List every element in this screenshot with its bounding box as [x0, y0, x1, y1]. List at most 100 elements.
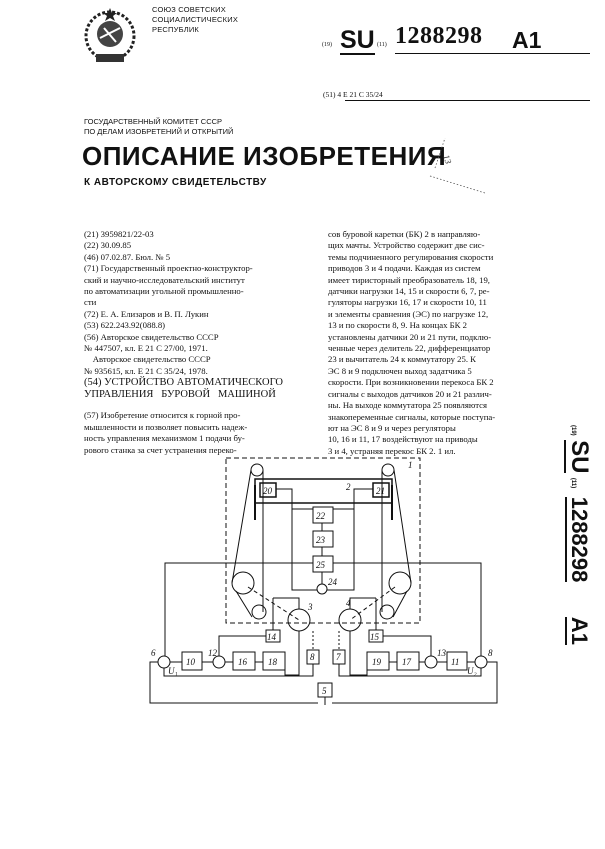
text-line: № 935615, кл. Е 21 С 35/24, 1978.: [84, 365, 208, 376]
text-line: установлены датчики 20 и 21 пути, подклю…: [328, 331, 492, 342]
text-line: щих мачты. Устройство содержит две сис-: [328, 240, 485, 251]
committee: ГОСУДАРСТВЕННЫЙ КОМИТЕТ СССР ПО ДЕЛАМ ИЗ…: [84, 117, 233, 137]
text-line: скорости. При возникновении перекоса БК …: [328, 377, 494, 388]
text-line: сигналы с выходов датчиков 20 и 21 разли…: [328, 388, 492, 399]
label-11: 11: [451, 657, 459, 667]
motor-3: [287, 608, 311, 632]
label-24: 24: [328, 577, 338, 587]
divider: [345, 100, 590, 101]
comparator-9: [474, 655, 488, 669]
block-10: [181, 651, 203, 671]
text-line: и элементы сравнения (ЭС) по нагрузке 12…: [328, 308, 489, 319]
drive-pulley-left: [231, 571, 255, 595]
label-18: 18: [268, 657, 278, 667]
block-22: [312, 506, 334, 524]
label-16: 16: [238, 657, 248, 667]
block-11: [446, 651, 468, 671]
comparator-13: [424, 655, 438, 669]
text-line: (71) Государственный проектно-конструкто…: [84, 263, 253, 274]
kind-code: A1: [512, 27, 542, 53]
abstract-continued: сов буровой каретки (БК) 2 в направляю-щ…: [328, 229, 495, 457]
document-title: ОПИСАНИЕ ИЗОБРЕТЕНИЯ: [82, 141, 447, 171]
patent-number: 1288298: [395, 23, 483, 49]
idler-pulley-right: [379, 604, 395, 620]
text-line: ны. На выходе коммутатора 25 появляются: [328, 400, 487, 411]
text-line: УПРАВЛЕНИЯ БУРОВОЙ МАШИНОЙ: [84, 388, 276, 400]
block-21: [372, 482, 390, 498]
text-line: темы подчиненного регулирования скорости: [328, 251, 494, 262]
text-line: мышленности и позволяет повысить надеж-: [84, 421, 248, 432]
text-line: 23 и вычитатель 24 к коммутатору 25. К: [328, 354, 476, 365]
block-18: [262, 651, 286, 671]
union-name: СОЮЗ СОВЕТСКИХ СОЦИАЛИСТИЧЕСКИХ РЕСПУБЛИ…: [152, 5, 238, 35]
code-19: (19): [322, 42, 332, 48]
union-line: СОЦИАЛИСТИЧЕСКИХ: [152, 15, 239, 24]
label-12: 12: [208, 648, 218, 658]
document-subtitle: К АВТОРСКОМУ СВИДЕТЕЛЬСТВУ: [84, 177, 267, 188]
block-16: [232, 651, 256, 671]
label-1: 1: [408, 460, 413, 470]
text-line: сов буровой каретки (БК) 2 в направляю-: [328, 229, 481, 239]
subtractor-24: [316, 583, 328, 595]
motor-4: [338, 608, 362, 632]
block-20: [259, 482, 277, 498]
code-11: (11): [377, 42, 387, 48]
text-line: Авторское свидетельство СССР: [84, 354, 211, 365]
committee-line: ГОСУДАРСТВЕННЫЙ КОМИТЕТ СССР: [84, 117, 223, 126]
text-line: (46) 07.02.87. Бюл. № 5: [84, 251, 171, 262]
text-line: 13 и по скорости 8, 9. На концах БК 2: [328, 320, 467, 331]
text-line: имеет тиристорный преобразователь 18, 19…: [328, 274, 490, 285]
block-19: [366, 651, 390, 671]
text-line: (21) 3959821/22-03: [84, 229, 154, 239]
drive-pulley-right: [388, 571, 412, 595]
text-line: (53) 622.243.92(088.8): [84, 320, 166, 331]
text-line: ский и научно-исследовательский институт: [84, 274, 245, 285]
label-3: 3: [307, 602, 313, 612]
text-line: по автоматизации угольной промышленно-: [84, 286, 244, 297]
label-22: 22: [316, 511, 326, 521]
text-line: ЭС 8 и 9 подключен выход задатчика 5: [328, 365, 472, 376]
divider: [395, 53, 590, 54]
stamp-text: 13: [441, 153, 454, 165]
text-line: датчики нагрузки 14, 15 и скорости 6, 7,…: [328, 286, 490, 297]
label-6: 6: [151, 648, 156, 658]
label-13: 13: [437, 648, 447, 658]
label-17: 17: [402, 657, 412, 667]
text-line: гуляторы нагрузки 16, 17 и скорости 10, …: [328, 297, 487, 308]
label-8: 8: [310, 652, 315, 662]
label-10: 10: [186, 657, 196, 667]
top-pulley-right: [381, 463, 395, 477]
label-20: 20: [263, 486, 273, 496]
label-19: 19: [372, 657, 382, 667]
label-15: 15: [370, 632, 380, 642]
block-17: [396, 651, 420, 671]
text-line: ют на ЭС 8 и 9 и через регуляторы: [328, 422, 456, 433]
union-line: РЕСПУБЛИК: [152, 25, 199, 34]
label-25: 25: [316, 560, 326, 570]
label-7: 7: [336, 652, 341, 662]
text-line: ченные через делитель 22, дифференциатор: [328, 343, 491, 354]
text-line: знакопеременные сигналы, которые поступа…: [328, 411, 496, 422]
top-pulley-left: [250, 463, 264, 477]
text-line: (72) Е. А. Елизаров и В. П. Лукин: [84, 308, 209, 319]
text-line: ность управления механизмом 1 подачи бу-: [84, 433, 245, 444]
library-stamp: 13: [429, 138, 486, 194]
label-u1: U₁: [168, 666, 178, 676]
label-2: 2: [346, 482, 351, 492]
text-line: приводов 3 и 4 подачи. Каждая из систем: [328, 263, 481, 274]
label-23: 23: [316, 535, 326, 545]
text-line: 3 и 4, устраняя перекос БК 2. 1 ил.: [328, 445, 456, 456]
feed-mechanism-frame: [225, 457, 421, 624]
country-code: SU: [340, 26, 375, 55]
text-line: сти: [84, 297, 97, 308]
ipc-class: (51) 4 E 21 C 35/24: [323, 90, 383, 99]
text-line: (54) УСТРОЙСТВО АВТОМАТИЧЕСКОГО: [84, 377, 283, 389]
text-line: № 447507, кл. Е 21 С 27/00, 1971.: [84, 343, 208, 354]
label-9: 8: [488, 648, 493, 658]
block-23: [312, 530, 334, 548]
text-line: рового станка за счет устранения перeко-: [84, 444, 237, 455]
text-line: 10, 16 и 11, 17 воздействуют на приводы: [328, 434, 478, 445]
text-line: (22) 30.09.85: [84, 240, 132, 251]
